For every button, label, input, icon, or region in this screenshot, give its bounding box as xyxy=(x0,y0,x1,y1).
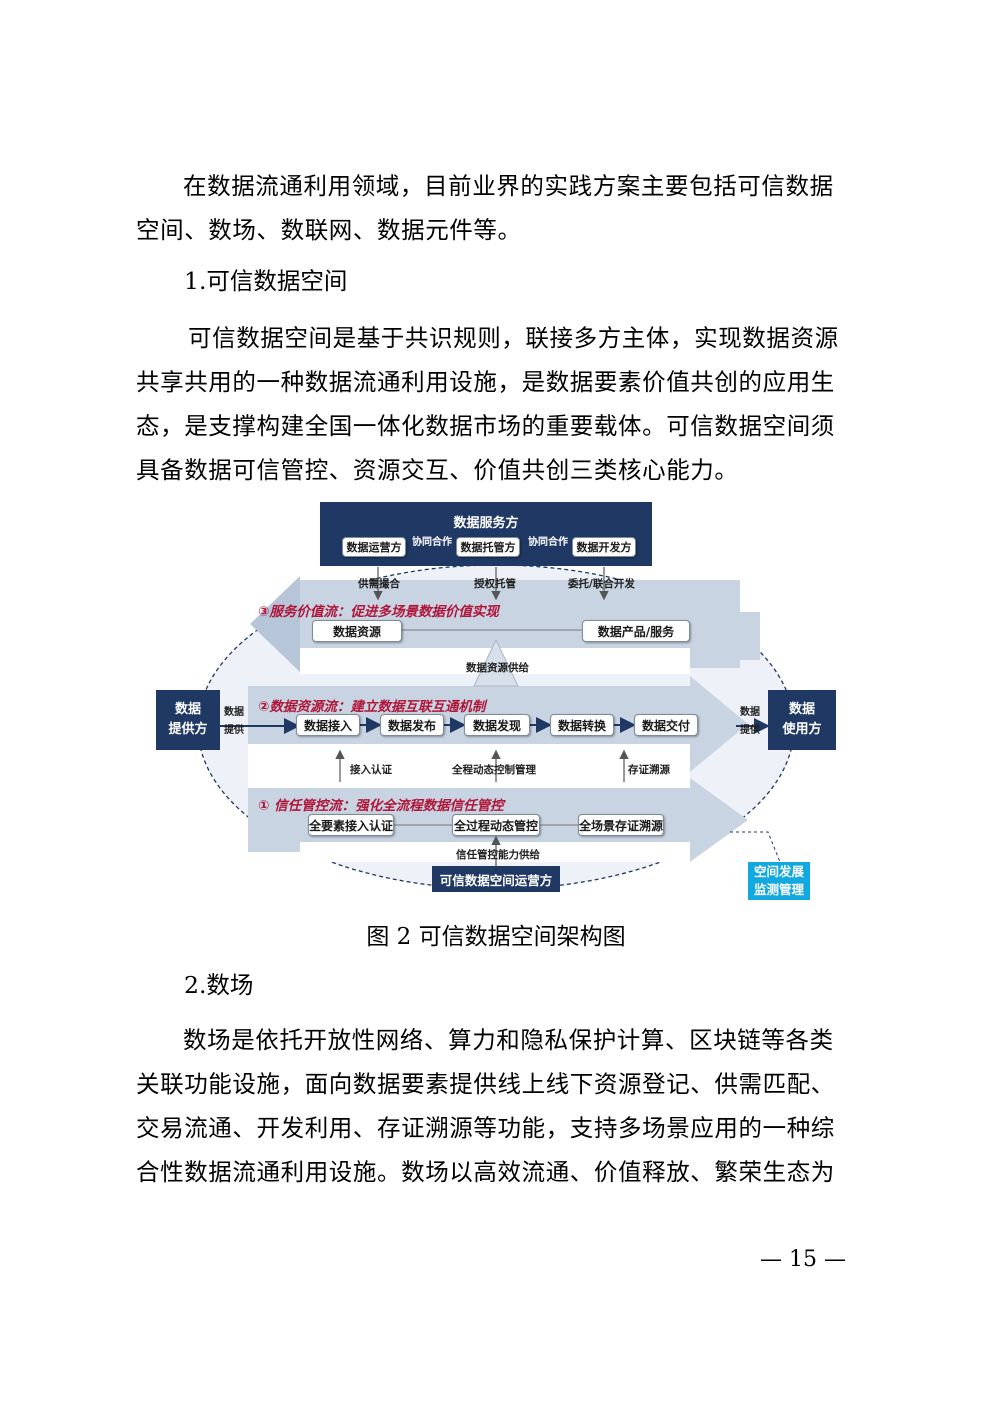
p1-line-2: 空间、数场、数联网、数据元件等。 xyxy=(136,216,522,244)
figure-caption: 图 2 可信数据空间架构图 xyxy=(366,924,626,950)
step-discover: 数据发现 xyxy=(464,714,530,736)
flow-resource-title: ②数据资源流：建立数据互联互通机制 xyxy=(258,699,486,715)
monitor-line-1: 空间发展 xyxy=(753,864,804,879)
step-access: 数据接入 xyxy=(296,714,360,736)
monitor-block: 空间发展 监测管理 xyxy=(748,862,810,900)
coop-label-1: 协同合作 xyxy=(412,537,452,548)
supply-triangle xyxy=(473,638,519,687)
provide-in-line-1: 数据 xyxy=(224,707,244,718)
band-trust-strip xyxy=(300,842,690,862)
provide-in-label: 数据 提供 xyxy=(224,704,244,740)
supply-label: 数据资源供给 xyxy=(466,662,529,674)
link-label-2: 授权托管 xyxy=(474,578,516,590)
coop-label-2: 协同合作 xyxy=(528,537,568,548)
resource-box: 数据资源 xyxy=(312,620,402,642)
provider-line-1: 数据 xyxy=(174,702,201,717)
user-block: 数据 使用方 xyxy=(768,690,836,750)
band-service-head xyxy=(250,576,300,672)
up-label-1: 接入认证 xyxy=(350,764,392,776)
trust-trace-box: 全场景存证溯源 xyxy=(578,814,664,836)
p3-line-1: 数场是依托开放性网络、算力和隐私保护计算、区块链等各类 xyxy=(183,1026,834,1054)
paragraph-2: 可信数据空间是基于共识规则，联接多方主体，实现数据资源 共享共用的一种数据流通利… xyxy=(136,316,840,492)
link-label-1: 供需撮合 xyxy=(358,578,400,590)
trust-access-box: 全要素接入认证 xyxy=(308,814,394,836)
custodian-box: 数据托管方 xyxy=(456,537,520,557)
up-label-3: 存证溯源 xyxy=(628,764,670,776)
p2-line-2: 共享共用的一种数据流通利用设施，是数据要素价值共创的应用生 xyxy=(136,368,835,396)
step-convert: 数据转换 xyxy=(550,714,614,736)
band-service-arrow xyxy=(255,580,760,668)
p1-line-1: 在数据流通利用领域，目前业界的实践方案主要包括可信数据 xyxy=(183,172,834,200)
trust-supply-label: 信任管控能力供给 xyxy=(456,849,540,861)
provider-line-2: 提供方 xyxy=(168,722,208,737)
flow-trust-title: ① 信任管控流：强化全流程数据信任管控 xyxy=(258,798,504,814)
operator-box: 数据运营方 xyxy=(342,537,406,557)
page-number: — 15 — xyxy=(760,1247,846,1272)
section-heading-1: 1.可信数据空间 xyxy=(184,267,348,295)
user-line-1: 数据 xyxy=(788,702,815,717)
p2-line-4: 具备数据可信管控、资源交互、价值共创三类核心能力。 xyxy=(136,456,739,484)
p3-line-2: 关联功能设施，面向数据要素提供线上线下资源登记、供需匹配、 xyxy=(136,1070,835,1098)
p3-line-4: 合性数据流通利用设施。数场以高效流通、价值释放、繁荣生态为 xyxy=(136,1158,835,1186)
p2-line-3: 态，是支撑构建全国一体化数据市场的重要载体。可信数据空间须 xyxy=(136,412,835,440)
developer-box: 数据开发方 xyxy=(572,537,636,557)
p3-line-3: 交易流通、开发利用、存证溯源等功能，支持多场景应用的一种综 xyxy=(136,1114,835,1142)
provide-out-line-2: 提供 xyxy=(740,725,760,736)
trust-control-box: 全过程动态管控 xyxy=(452,814,540,836)
provide-out-line-1: 数据 xyxy=(740,707,760,718)
step-publish: 数据发布 xyxy=(380,714,444,736)
section-heading-2: 2.数场 xyxy=(184,971,254,999)
provide-out-label: 数据 提供 xyxy=(740,704,760,740)
monitor-lead xyxy=(730,831,781,863)
paragraph-3: 数场是依托开放性网络、算力和隐私保护计算、区块链等各类 关联功能设施，面向数据要… xyxy=(136,1018,840,1194)
paragraph-1: 在数据流通利用领域，目前业界的实践方案主要包括可信数据 空间、数场、数联网、数据… xyxy=(136,164,840,252)
band-resource-strip xyxy=(248,744,690,788)
service-side-label: 数据服务方 xyxy=(453,516,519,531)
monitor-line-2: 监测管理 xyxy=(753,882,804,897)
provider-block: 数据 提供方 xyxy=(156,690,220,750)
provide-in-line-2: 提供 xyxy=(224,725,244,736)
step-deliver: 数据交付 xyxy=(634,714,698,736)
user-line-2: 使用方 xyxy=(782,722,822,737)
flow-service-title: ③服务价值流：促进多场景数据价值实现 xyxy=(258,604,499,620)
space-operator-block: 可信数据空间运营方 xyxy=(432,866,560,892)
up-label-2: 全程动态控制管理 xyxy=(452,764,536,776)
link-label-3: 委托/联合开发 xyxy=(568,578,635,590)
p2-line-1: 可信数据空间是基于共识规则，联接多方主体，实现数据资源 xyxy=(188,324,839,352)
product-box: 数据产品/服务 xyxy=(582,620,690,642)
